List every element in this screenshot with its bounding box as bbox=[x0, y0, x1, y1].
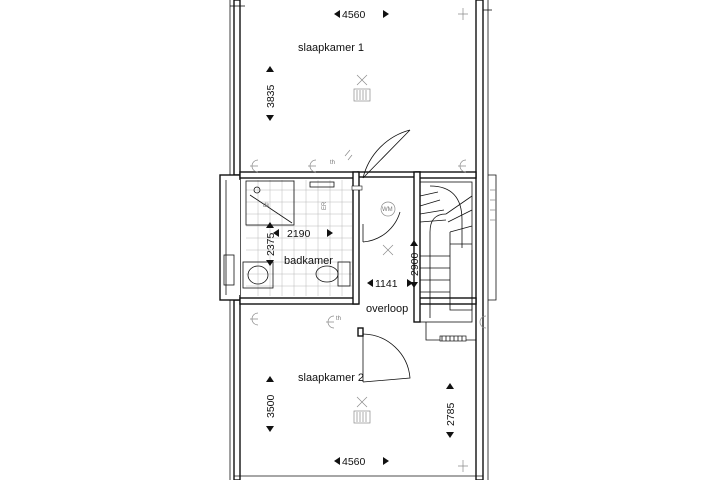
dim-right-lower-depth: 2785 bbox=[445, 402, 457, 426]
room-label-badkamer: badkamer bbox=[284, 255, 333, 267]
outlet-bed2-mid-icon bbox=[326, 315, 335, 329]
dimensions: 4560 4560 3835 3500 2190 2375 2900 1141 … bbox=[265, 9, 457, 468]
wm-symbol-icon bbox=[380, 201, 396, 217]
dim-arrow-down bbox=[266, 260, 274, 266]
bathroom-tiles bbox=[246, 180, 352, 296]
dim-arrow-down bbox=[266, 426, 274, 432]
room-label-overloop: overloop bbox=[366, 303, 408, 315]
dim-arrow-right bbox=[383, 10, 389, 18]
bathroom-fixtures: dk WM ER bbox=[242, 180, 396, 289]
left-wall-lower bbox=[233, 299, 241, 480]
bath-radiator-icon bbox=[309, 181, 335, 188]
wm-label: WM bbox=[382, 207, 393, 213]
dim-arrow-up bbox=[446, 383, 454, 389]
electrical-symbols: th th bbox=[250, 8, 487, 472]
dim-arrow-down bbox=[266, 115, 274, 121]
right-facade-projection bbox=[488, 174, 497, 301]
dim-arrow-left bbox=[334, 457, 340, 465]
outlet-bed2-left-icon bbox=[250, 312, 259, 326]
dim-stair-depth: 2900 bbox=[409, 252, 421, 276]
dim-bottom-width: 4560 bbox=[342, 456, 366, 468]
outlet-right-icon bbox=[479, 315, 487, 329]
door-bedroom1[interactable] bbox=[362, 129, 411, 179]
th-label-bottom: th bbox=[336, 316, 341, 322]
outlet-bed1-left-icon bbox=[250, 159, 259, 173]
stair-core bbox=[449, 232, 473, 311]
dim-bedroom2-depth: 3500 bbox=[265, 394, 277, 418]
room-label-slaapkamer-1: slaapkamer 1 bbox=[298, 42, 364, 54]
left-wall-upper bbox=[233, 0, 241, 176]
dim-arrow-left bbox=[273, 229, 279, 237]
dim-bath-width: 2190 bbox=[287, 228, 311, 240]
wall-bath-bed2 bbox=[239, 297, 359, 305]
bath-exterior bbox=[219, 174, 241, 301]
th-label-top: th bbox=[330, 160, 335, 166]
dim-arrow-down bbox=[446, 432, 454, 438]
landing-door-jamb bbox=[357, 327, 364, 337]
dim-arrow-right bbox=[383, 457, 389, 465]
dim-arrow-right bbox=[407, 279, 413, 287]
right-exterior-details bbox=[488, 174, 497, 301]
ceiling-light-bed2-icon bbox=[356, 396, 368, 408]
wall-bath-right bbox=[352, 171, 360, 305]
wall-stair-bed2 bbox=[415, 297, 477, 305]
internal-walls bbox=[239, 171, 477, 337]
stair-treads bbox=[419, 191, 473, 305]
toilet-bowl-icon bbox=[315, 265, 339, 283]
dim-arrow-left bbox=[334, 10, 340, 18]
dk-label: dk bbox=[263, 203, 270, 209]
door-bathroom[interactable] bbox=[362, 211, 401, 243]
room-label-slaapkamer-2: slaapkamer 2 bbox=[298, 372, 364, 384]
wall-bed1-bath bbox=[239, 171, 359, 179]
sink-counter bbox=[242, 261, 274, 289]
right-window-marks bbox=[490, 189, 496, 221]
wall-bed1-landing bbox=[357, 171, 421, 178]
stair-radiator-icon bbox=[439, 335, 467, 342]
ceiling-light-landing-icon bbox=[382, 244, 394, 256]
dim-arrow-left bbox=[367, 279, 373, 287]
wall-stair-left bbox=[413, 171, 421, 323]
sink-basin-icon bbox=[247, 265, 269, 285]
outlet-landing-top-icon bbox=[458, 159, 467, 173]
dim-bedroom1-depth: 3835 bbox=[265, 84, 277, 108]
dim-arrow-up bbox=[266, 222, 274, 228]
dim-arrow-up bbox=[266, 376, 274, 382]
shower-slope-line bbox=[249, 194, 293, 224]
radiator-bed2-icon bbox=[353, 410, 371, 424]
door-bath-jamb bbox=[351, 185, 363, 191]
shower-drain-icon bbox=[253, 186, 261, 194]
stair-handrail-inner bbox=[429, 213, 447, 318]
er-label: ER bbox=[322, 201, 328, 210]
ceiling-light-bed1-icon bbox=[356, 74, 368, 86]
staircase bbox=[419, 181, 476, 342]
dim-arrow-right bbox=[327, 229, 333, 237]
door-bedroom2[interactable] bbox=[362, 333, 411, 383]
dim-top-width: 4560 bbox=[342, 9, 366, 21]
wall-bed1-stair bbox=[415, 171, 477, 179]
outlet-bed1-mid-icon bbox=[308, 159, 317, 173]
doors[interactable] bbox=[351, 129, 411, 383]
radiator-bed1-icon bbox=[353, 88, 371, 102]
right-wall bbox=[475, 0, 484, 480]
outlet-top-icon bbox=[458, 8, 468, 20]
dim-bath-depth: 2375 bbox=[265, 232, 277, 256]
switch-bed1-icon bbox=[344, 149, 353, 161]
outlet-bottom-icon bbox=[458, 460, 468, 472]
dim-arrow-up bbox=[266, 66, 274, 72]
stair-handrail-top bbox=[429, 185, 463, 248]
bath-window bbox=[223, 254, 235, 286]
dim-arrow-up bbox=[410, 240, 418, 246]
dim-landing-width: 1141 bbox=[375, 278, 398, 290]
